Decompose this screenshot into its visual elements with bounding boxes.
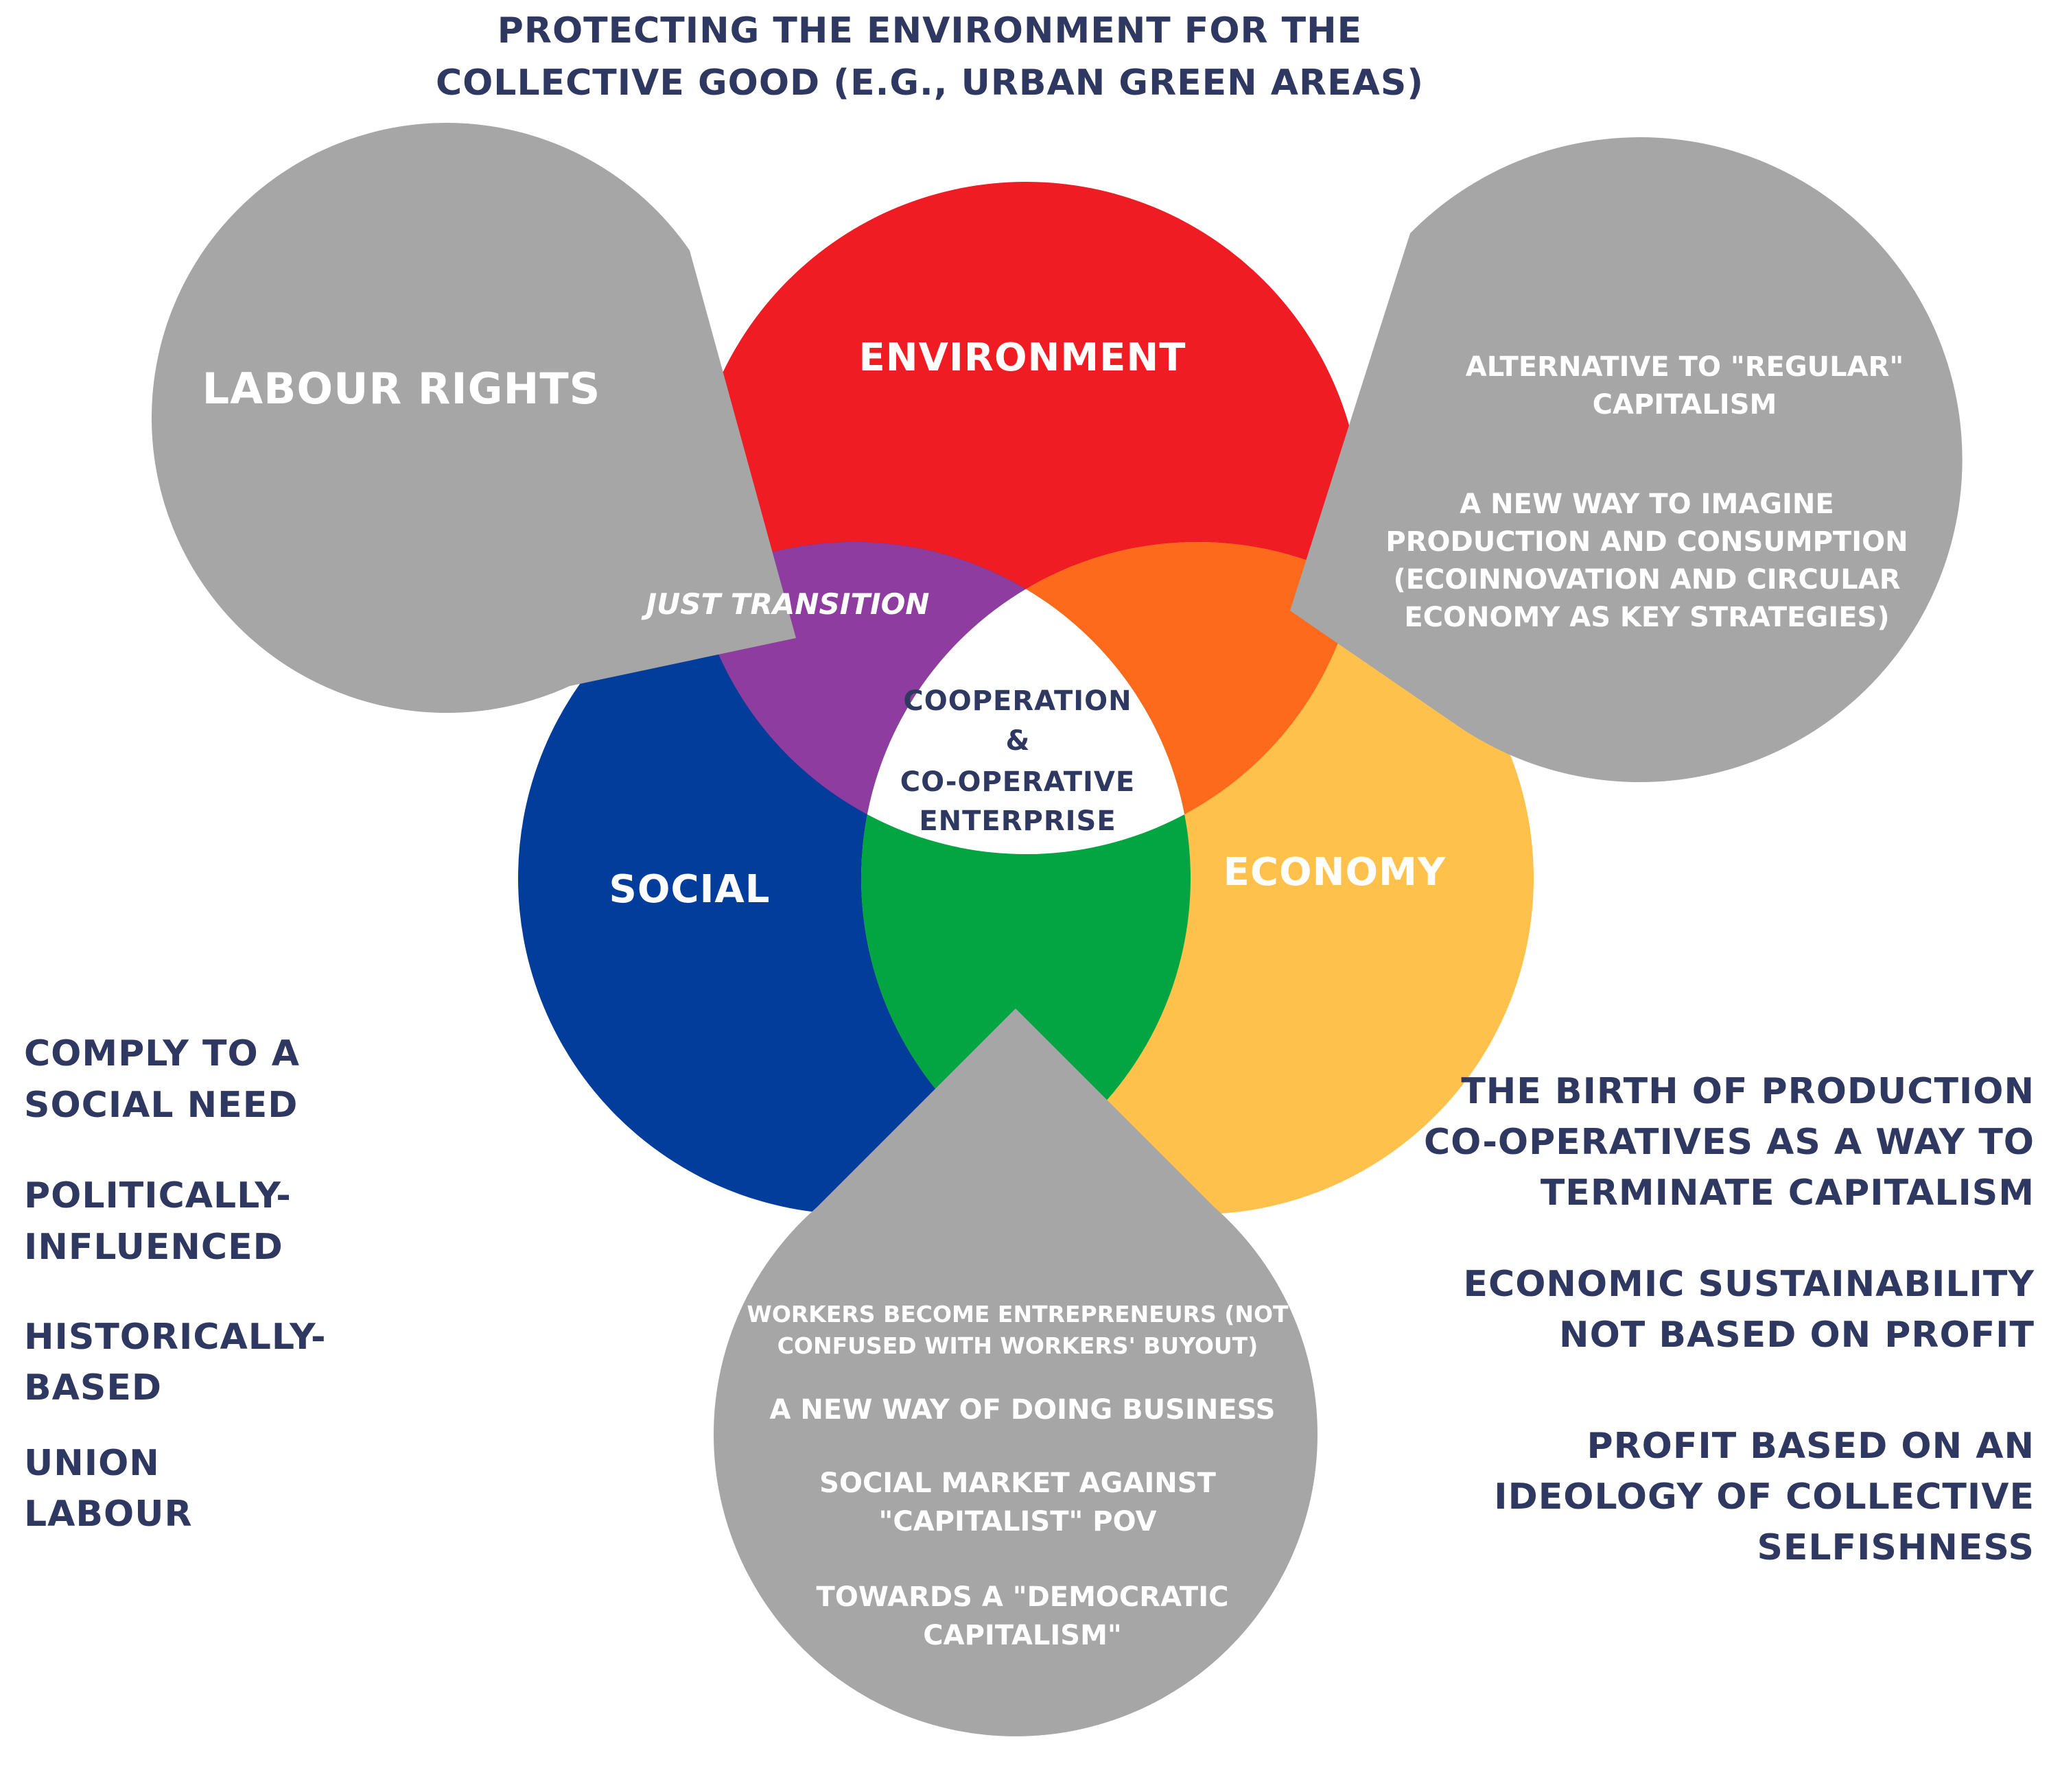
- workers-line-3: A NEW WAY OF DOING BUSINESS: [770, 1394, 1276, 1426]
- economy-label: ECONOMY: [1223, 850, 1447, 895]
- left-note-1b: SOCIAL NEED: [24, 1085, 298, 1126]
- left-note-4b: LABOUR: [24, 1494, 192, 1535]
- alt-line-6: ECONOMY AS KEY STRATEGIES): [1404, 602, 1889, 633]
- header-line-2: COLLECTIVE GOOD (E.G., URBAN GREEN AREAS…: [436, 62, 1424, 104]
- right-note-3a: PROFIT BASED ON AN: [1586, 1426, 2035, 1467]
- workers-line-1: WORKERS BECOME ENTREPRENEURS (NOT: [747, 1301, 1289, 1328]
- alt-line-1: ALTERNATIVE TO "REGULAR": [1466, 351, 1904, 383]
- workers-line-7: CAPITALISM": [923, 1620, 1121, 1651]
- right-note-3b: IDEOLOGY OF COLLECTIVE: [1494, 1476, 2035, 1518]
- social-label: SOCIAL: [609, 867, 771, 912]
- right-note-2b: NOT BASED ON PROFIT: [1559, 1314, 2035, 1356]
- left-note-3b: BASED: [24, 1367, 162, 1408]
- right-note-2a: ECONOMIC SUSTAINABILITY: [1464, 1264, 2035, 1305]
- left-note-3a: HISTORICALLY-: [24, 1317, 327, 1358]
- center-overlap: [861, 542, 1191, 854]
- left-note-4a: UNION: [24, 1443, 160, 1484]
- just-transition-label: JUST TRANSITION: [642, 587, 930, 621]
- right-note-3c: SELFISHNESS: [1757, 1527, 2035, 1568]
- center-line-3: CO-OPERATIVE: [900, 766, 1135, 798]
- workers-line-4: SOCIAL MARKET AGAINST: [819, 1467, 1216, 1499]
- right-note-1b: CO-OPERATIVES AS A WAY TO: [1424, 1122, 2035, 1163]
- left-note-2a: POLITICALLY-: [24, 1175, 292, 1216]
- environment-label: ENVIRONMENT: [859, 335, 1186, 380]
- alt-line-3: A NEW WAY TO IMAGINE: [1460, 488, 1834, 520]
- workers-line-2: CONFUSED WITH WORKERS' BUYOUT): [777, 1332, 1258, 1359]
- right-note-1c: TERMINATE CAPITALISM: [1541, 1172, 2035, 1214]
- right-notes: THE BIRTH OF PRODUCTION CO-OPERATIVES AS…: [1424, 1071, 2035, 1568]
- workers-bubble: [713, 1009, 1318, 1736]
- alt-line-2: CAPITALISM: [1593, 389, 1777, 421]
- alt-line-4: PRODUCTION AND CONSUMPTION: [1385, 526, 1908, 558]
- center-line-2: &: [1006, 725, 1030, 757]
- workers-line-5: "CAPITALIST" POV: [879, 1506, 1157, 1537]
- left-notes: COMPLY TO A SOCIAL NEED POLITICALLY- INF…: [24, 1033, 327, 1535]
- workers-line-6: TOWARDS A "DEMOCRATIC: [817, 1581, 1229, 1613]
- center-line-1: COOPERATION: [903, 685, 1132, 717]
- alt-line-5: (ECOINNOVATION AND CIRCULAR: [1393, 564, 1900, 596]
- left-note-2b: INFLUENCED: [24, 1227, 283, 1268]
- right-note-1a: THE BIRTH OF PRODUCTION: [1461, 1071, 2035, 1112]
- center-line-4: ENTERPRISE: [919, 805, 1116, 837]
- labour-rights-bubble: [151, 123, 796, 714]
- alternative-capitalism-bubble: [1290, 137, 1963, 783]
- left-note-1a: COMPLY TO A: [24, 1033, 300, 1074]
- header-line-1: PROTECTING THE ENVIRONMENT FOR THE: [497, 10, 1362, 51]
- labour-rights-label: LABOUR RIGHTS: [202, 364, 601, 414]
